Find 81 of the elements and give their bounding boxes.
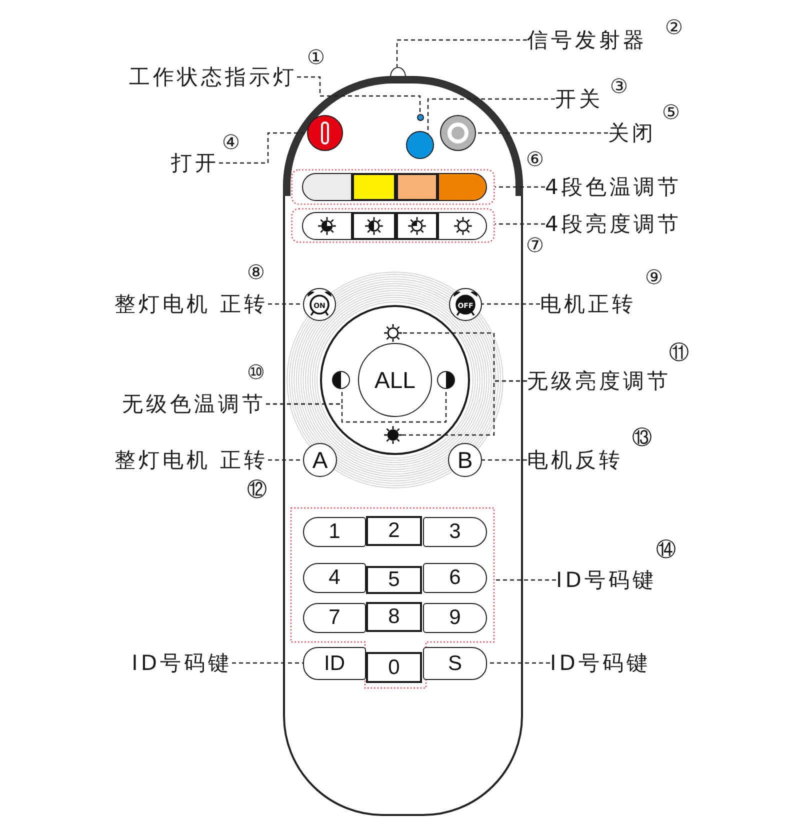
- number-key: 5: [366, 566, 422, 594]
- callout-label: 整灯电机 正转: [114, 445, 268, 475]
- callout-number: ①: [307, 45, 325, 69]
- callout-label: 整灯电机 正转: [114, 289, 268, 319]
- callout-number: ⑬: [632, 425, 652, 449]
- leader-line: [268, 459, 303, 461]
- number-key: 3: [423, 517, 487, 547]
- leader-line: [482, 303, 540, 305]
- number-key: 9: [423, 603, 487, 633]
- half-circle-icon: [437, 371, 455, 389]
- callout-label: 开关: [555, 84, 603, 114]
- callout-label: 工作状态指示灯: [129, 62, 297, 92]
- number-key: 0: [366, 652, 422, 683]
- callout-label: 关闭: [608, 118, 656, 148]
- leader-line: [482, 459, 527, 461]
- leader-line: [487, 662, 550, 664]
- callout-label: 无级亮度调节: [527, 366, 671, 396]
- callout-number: ⑩: [247, 360, 265, 384]
- half-circle-icon: [332, 371, 350, 389]
- number-key: 4: [303, 563, 366, 593]
- callout-number: ⑤: [662, 100, 680, 124]
- leader-line: [396, 39, 527, 67]
- color-key: [396, 173, 438, 201]
- callout-number: ④: [222, 130, 240, 154]
- icon-key: [396, 212, 438, 240]
- leader-line: [268, 303, 303, 305]
- leader-line: [495, 186, 545, 188]
- leader-line: [232, 662, 303, 664]
- leader-line: [495, 579, 556, 581]
- leader-line: [266, 389, 447, 423]
- callout-number: ⑪: [669, 340, 689, 364]
- callout-number: ⑦: [526, 233, 544, 257]
- round-button: [307, 115, 343, 151]
- callout-label: 打开: [171, 148, 219, 178]
- callout-label: ID号码键: [550, 648, 650, 678]
- letter-key: A: [303, 443, 337, 477]
- callout-label: 4段色温调节: [545, 172, 682, 202]
- callout-label: 电机正转: [540, 289, 636, 319]
- color-key: [438, 173, 487, 201]
- number-key: 2: [366, 516, 422, 546]
- number-key: 6: [423, 563, 487, 593]
- icon-key: [302, 212, 352, 240]
- callout-label: ID号码键: [132, 648, 232, 678]
- color-key: [352, 173, 396, 201]
- callout-label: 电机反转: [527, 445, 623, 475]
- callout-number: ⑭: [656, 537, 676, 561]
- number-key: 7: [303, 603, 366, 633]
- callout-number: ⑧: [247, 260, 265, 284]
- callout-label: 4段亮度调节: [545, 209, 682, 239]
- sun-icon: [384, 324, 402, 342]
- icon-key: [352, 212, 396, 240]
- dotted-frame: [291, 169, 495, 205]
- sun-icon: [384, 426, 402, 444]
- leader-line: [402, 380, 527, 436]
- number-key: 1: [303, 517, 366, 547]
- all-button: ALL: [358, 343, 432, 417]
- leader-line: [427, 98, 555, 134]
- leader-line: [476, 132, 608, 134]
- icon-key: [438, 212, 487, 240]
- id-key: ID: [303, 647, 366, 680]
- round-button: [440, 115, 476, 151]
- callout-number: ③: [610, 74, 628, 98]
- leader-line: [495, 223, 545, 225]
- letter-key: S: [423, 647, 487, 680]
- callout-number: ⑨: [645, 265, 663, 289]
- dome-bump: [390, 67, 406, 77]
- dotted-frame: [290, 507, 495, 689]
- callout-number: ②: [665, 15, 683, 39]
- dotted-frame: [291, 208, 495, 243]
- letter-key: B: [448, 443, 482, 477]
- leader-line: [219, 132, 307, 164]
- number-key: 8: [366, 602, 422, 632]
- callout-number: ⑥: [526, 147, 544, 171]
- callout-label: ID号码键: [556, 565, 656, 595]
- callout-label: 无级色温调节: [122, 389, 266, 419]
- color-key: [302, 173, 352, 201]
- round-button: [406, 131, 434, 159]
- callout-number: ⑫: [247, 477, 267, 501]
- leader-line: [297, 76, 421, 114]
- indicator-dot: [417, 114, 424, 121]
- callout-label: 信号发射器: [527, 25, 647, 55]
